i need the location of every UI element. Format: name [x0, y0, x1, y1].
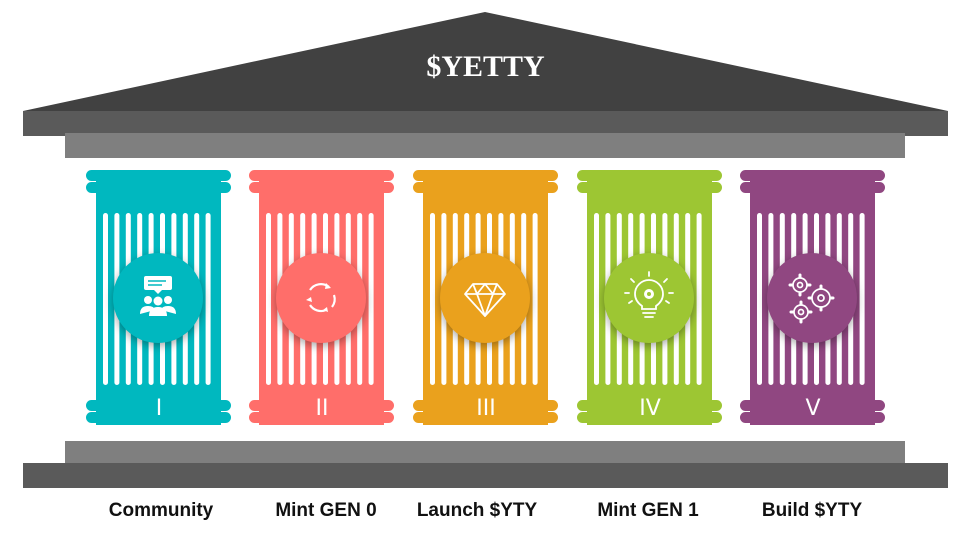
pillar-numeral: III [476, 396, 496, 421]
pillar-icon-badge [113, 253, 203, 343]
pillar-label: Mint GEN 1 [597, 500, 699, 521]
pillar-base-bottom [577, 412, 722, 423]
roof-pediment [23, 12, 948, 111]
pillar-numeral: V [805, 396, 821, 421]
pillar-flute [266, 213, 271, 385]
base-step-dark [23, 463, 948, 488]
pillar-numeral: II [315, 396, 329, 421]
pillar-flute [757, 213, 762, 385]
pillar-flute [103, 213, 108, 385]
pillar-base-bottom [86, 412, 231, 423]
pillar-label: Build $YTY [761, 500, 863, 521]
pillar-base-top [413, 400, 558, 411]
roof [23, 12, 948, 158]
gears-icon [788, 273, 835, 324]
base [23, 441, 948, 488]
pillar-flute [594, 213, 599, 385]
refresh-cycle-icon [306, 283, 336, 313]
temple-title: $YETTY [426, 50, 545, 83]
pillar-base-top [740, 400, 885, 411]
pillar-label: Launch $YTY [416, 500, 538, 521]
community-chat-icon [140, 276, 176, 316]
pillar-base-top [249, 400, 394, 411]
pillar-icon-badge [276, 253, 366, 343]
pillar-numeral: I [155, 396, 163, 421]
pillar-flute [205, 213, 211, 385]
pillar-base-bottom [249, 412, 394, 423]
pillar-base-bottom [740, 412, 885, 423]
pillar-flute [859, 213, 865, 385]
pillar-flute [368, 213, 374, 385]
roof-beam-dark [23, 111, 948, 136]
pillar-flute [696, 213, 702, 385]
pillar-base-top [577, 400, 722, 411]
pillar-flute [532, 213, 538, 385]
pillar-icon-badge [440, 253, 530, 343]
pillar-label: Mint GEN 0 [275, 500, 377, 521]
pillar-icon-badge [604, 253, 694, 343]
lightbulb-gear-icon [624, 271, 674, 318]
pillar-base-bottom [413, 412, 558, 423]
pillar-label: Community [108, 500, 214, 521]
pillar-base-top [86, 400, 231, 411]
pillar-icon-badge [767, 253, 857, 343]
pillar-flute [430, 213, 435, 385]
roof-beam-light [65, 133, 905, 158]
pillar-numeral: IV [639, 396, 661, 421]
base-step-light [65, 441, 905, 463]
diamond-icon [464, 283, 506, 317]
